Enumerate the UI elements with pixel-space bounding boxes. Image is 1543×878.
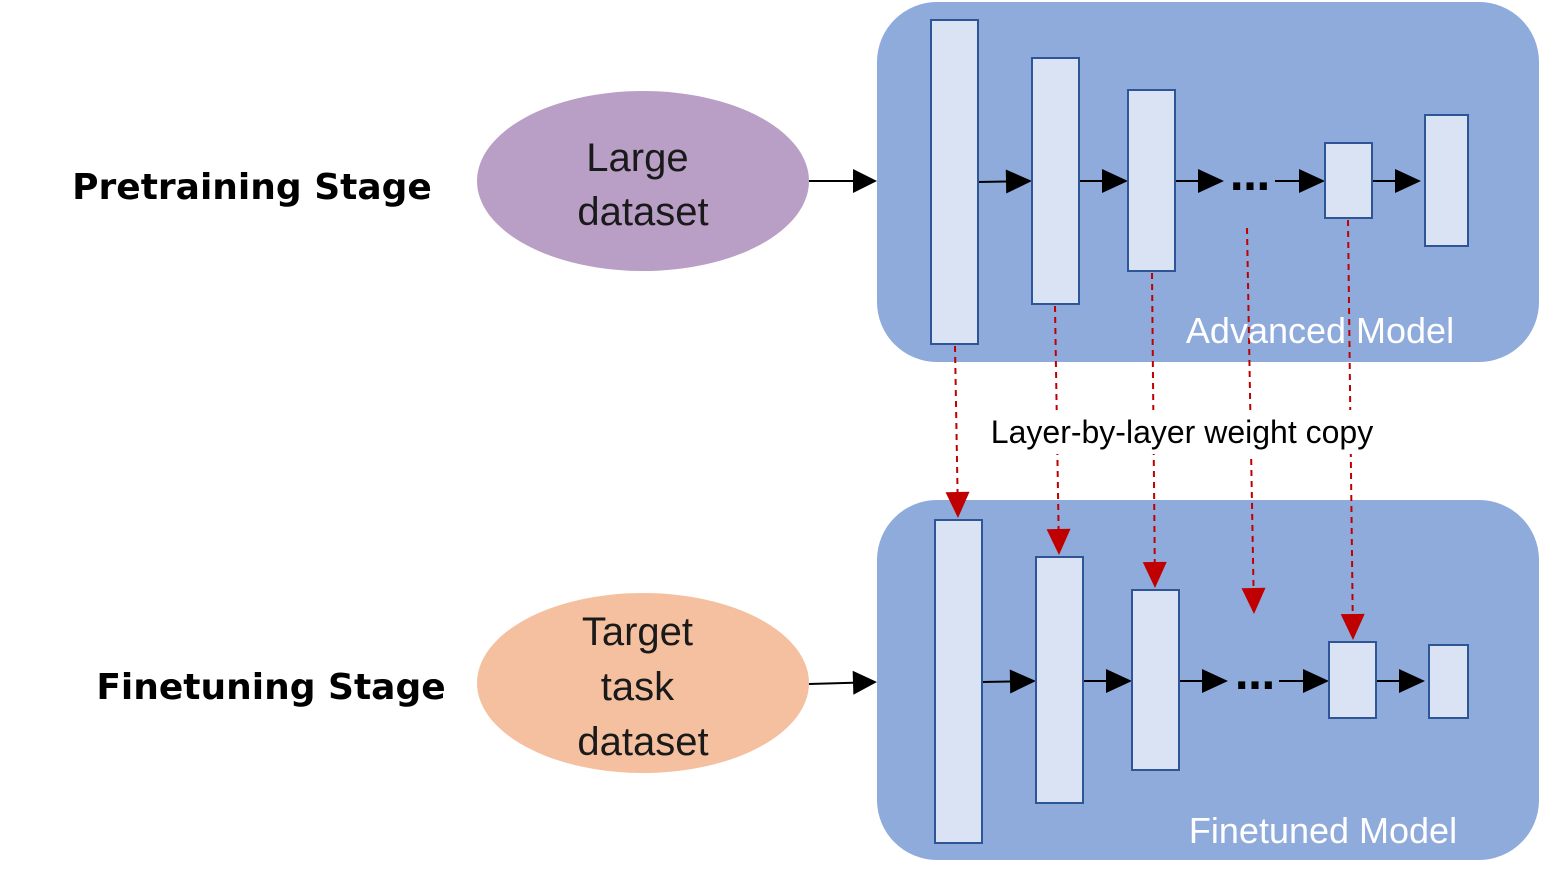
pretrain-layer-3 <box>1127 89 1176 272</box>
weight-copy-label: Layer-by-layer weight copy <box>991 414 1373 450</box>
advanced-model-label: Advanced Model <box>1186 310 1454 351</box>
arrow-f2-f3 <box>1083 669 1132 693</box>
finetune-layer-4 <box>1328 641 1377 719</box>
arrow-dots-f4 <box>1279 669 1329 693</box>
copy-arrow-layer-4 <box>1340 219 1365 640</box>
advanced-model-layers <box>930 19 1469 345</box>
pretrain-ellipsis: … <box>1230 154 1270 200</box>
target-dataset-text: Target task dataset <box>577 610 708 764</box>
finetune-layer-1 <box>934 519 983 844</box>
large-dataset-text: Large dataset <box>577 136 708 234</box>
pretrain-layer-4 <box>1324 142 1373 219</box>
finetuning-stage-label: Finetuning Stage <box>96 667 445 708</box>
finetune-layer-2 <box>1035 556 1084 804</box>
copy-arrow-layer-1 <box>945 345 970 518</box>
arrow-p1-p2 <box>977 169 1032 194</box>
large-dataset-ellipse <box>477 91 809 271</box>
black-arrows <box>808 169 1425 695</box>
pretrain-layer-5 <box>1424 114 1469 247</box>
pretrain-layer-2 <box>1031 57 1080 305</box>
copy-label-background <box>966 410 1398 454</box>
arrow-f1-f2 <box>981 669 1036 694</box>
finetune-ellipsis: … <box>1235 653 1275 699</box>
copy-arrow-ellipsis <box>1241 227 1266 614</box>
arrow-dataset-to-advanced <box>809 169 877 193</box>
finetuned-model-label: Finetuned Model <box>1189 810 1457 851</box>
finetune-layer-3 <box>1131 589 1180 771</box>
arrow-dataset-to-finetuned <box>808 670 877 695</box>
finetuned-model-layers <box>934 519 1469 844</box>
arrow-dots-p4 <box>1275 169 1325 193</box>
arrow-p3-dots <box>1175 169 1224 193</box>
pretraining-stage-label: Pretraining Stage <box>72 167 432 208</box>
target-dataset-ellipse <box>477 593 809 773</box>
finetune-layer-5 <box>1428 644 1469 719</box>
arrow-p4-p5 <box>1372 169 1421 193</box>
arrow-f4-f5 <box>1376 669 1425 693</box>
weight-copy-arrows <box>945 219 1365 640</box>
arrow-p2-p3 <box>1079 169 1128 193</box>
pretrain-layer-1 <box>930 19 979 345</box>
arrow-f3-dots <box>1179 669 1228 693</box>
